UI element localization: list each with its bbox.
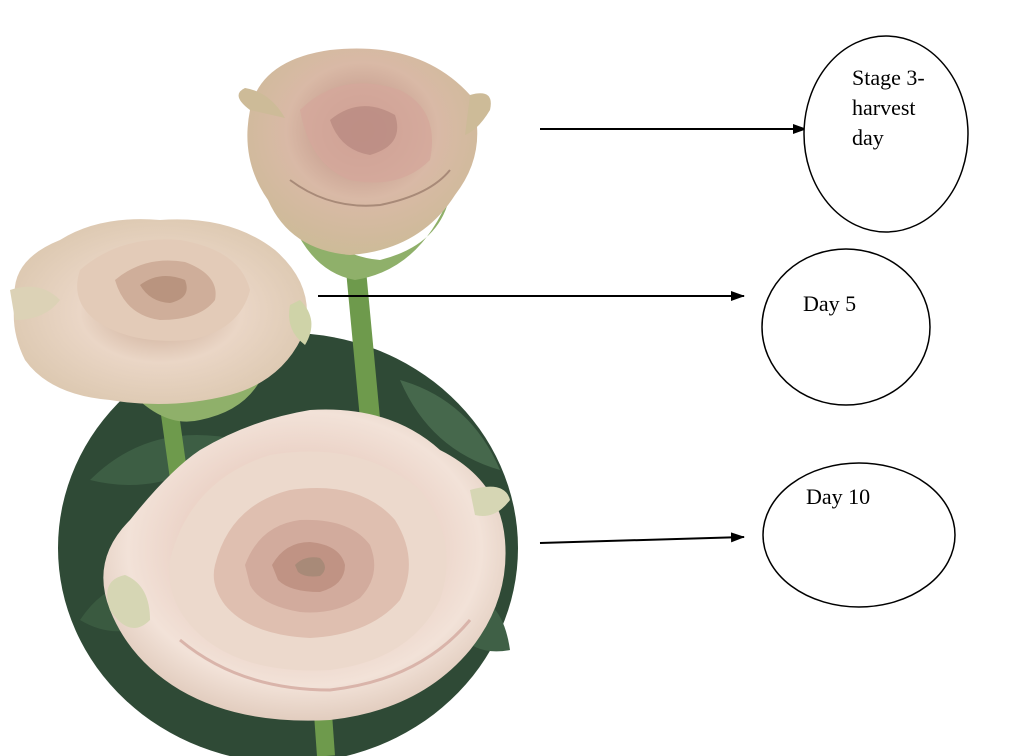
day5-circle — [762, 249, 930, 405]
rose-photo — [10, 48, 518, 756]
stage3-label: Stage 3- harvest day — [852, 63, 925, 153]
day10-label: Day 10 — [806, 482, 870, 512]
arrow-right-icon — [540, 537, 744, 543]
day5-label: Day 5 — [803, 289, 856, 319]
rose-bud — [239, 48, 491, 280]
